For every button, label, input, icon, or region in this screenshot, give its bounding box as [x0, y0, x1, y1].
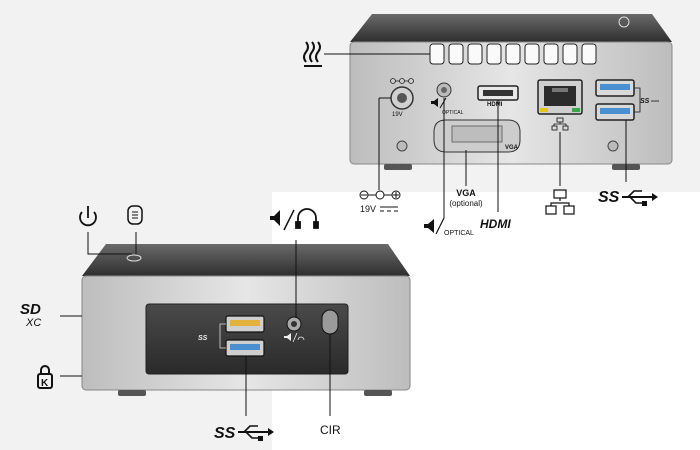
vga-optional-note: (optional): [449, 199, 483, 208]
front-usb-small-label: SS: [198, 335, 208, 342]
rear-foot-left: [384, 164, 412, 170]
heat-vents: [429, 43, 597, 65]
hdmi-port-label: HDMI: [487, 102, 503, 108]
network-small-icon: [551, 117, 569, 131]
rear-view: 19V OPTICAL HDMI SS: [303, 14, 673, 170]
front-panel: [145, 303, 349, 375]
cir-label: CIR: [320, 423, 341, 437]
sd-sublabel: XC: [25, 317, 41, 329]
front-leaders: [60, 232, 331, 416]
dc-power-label: 19V: [360, 204, 376, 214]
rear-chassis-body: [349, 41, 673, 165]
usb-small-icon: SS: [640, 98, 659, 105]
front-audio-small-icon: [284, 332, 305, 343]
front-usb-label: SS: [214, 425, 236, 442]
rear-screw-left: [396, 140, 408, 152]
headset-icon: [295, 208, 319, 229]
dc-power-small-icon: [390, 78, 414, 84]
sd-card-icon: SD XC: [20, 301, 41, 329]
dc-symbol: [380, 206, 398, 212]
front-foot-left: [118, 390, 146, 396]
hdmi-label: HDMI: [480, 217, 511, 231]
sd-label: SD: [20, 301, 41, 318]
dc-power-icon: [359, 190, 401, 200]
svg-text:K: K: [41, 378, 49, 389]
usb-superspeed-icon: SS: [214, 425, 274, 442]
rear-screw-right: [607, 140, 619, 152]
rear-logo-icon: [618, 16, 630, 28]
front-chassis-top: [82, 244, 410, 276]
optical-label: OPTICAL: [444, 230, 474, 237]
rear-chassis-top: [350, 14, 672, 42]
speaker-icon: [270, 209, 295, 231]
speaker-small-icon: [431, 97, 447, 109]
front-foot-right: [364, 390, 392, 396]
vga-label: VGA: [456, 188, 476, 198]
heat-vent-icon: [303, 41, 322, 67]
cir-sensor: [321, 309, 339, 335]
optical-small-label: OPTICAL: [442, 110, 464, 116]
usb-small-label: SS: [640, 98, 650, 105]
rear-usb-label: SS: [598, 189, 620, 206]
front-view: SS: [81, 244, 411, 396]
hard-drive-icon: [127, 205, 143, 225]
ethernet-led-amber: [540, 108, 548, 112]
usb-superspeed-icon: SS: [598, 189, 658, 206]
lock-icon: K: [37, 365, 53, 389]
rear-leaders: [378, 97, 627, 218]
vga-port-label: VGA: [505, 145, 519, 151]
speaker-icon: [424, 217, 445, 235]
background-block-top-left: [0, 0, 272, 192]
ethernet-led-green: [572, 108, 580, 112]
network-icon: [545, 189, 575, 215]
power-icon: [79, 206, 97, 227]
front-power-button: [126, 254, 142, 262]
dc-power-small-label: 19V: [392, 112, 403, 118]
